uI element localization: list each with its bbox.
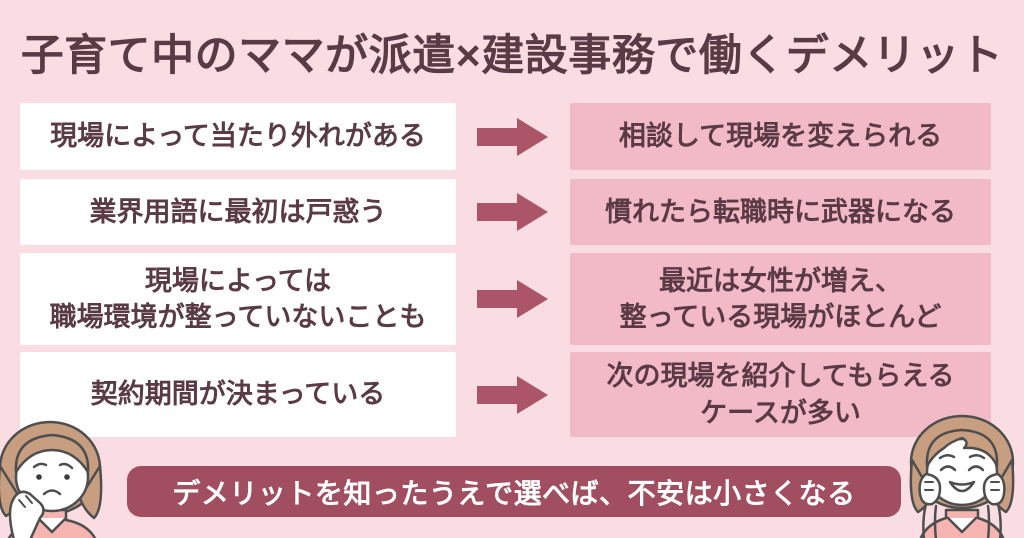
- comparison-row-3: 現場によっては 職場環境が整っていないことも 最近は女性が増え、 整っている現場…: [0, 253, 1024, 345]
- right-arrow-icon: [477, 375, 548, 414]
- demerit-box-4: 契約期間が決まっている: [20, 352, 456, 437]
- right-arrow-icon: [477, 117, 548, 156]
- comparison-row-1: 現場によって当たり外れがある 相談して現場を変えられる: [0, 103, 1024, 170]
- page-title: 子育て中のママが派遣×建設事務で働くデメリット: [20, 32, 1004, 80]
- right-arrow-icon: [477, 280, 548, 318]
- happy-mom-illustration: [892, 408, 1024, 538]
- solution-box-2: 慣れたら転職時に武器になる: [570, 179, 991, 245]
- worried-mom-illustration: [0, 410, 120, 538]
- demerit-box-2: 業界用語に最初は戸惑う: [20, 179, 456, 245]
- comparison-row-2: 業界用語に最初は戸惑う 慣れたら転職時に武器になる: [0, 179, 1024, 245]
- solution-box-3: 最近は女性が増え、 整っている現場がほとんど: [570, 253, 991, 345]
- solution-box-1: 相談して現場を変えられる: [570, 103, 991, 170]
- right-arrow-icon: [477, 193, 548, 231]
- conclusion-banner: デメリットを知ったうえで選べば、不安は小さくなる: [127, 466, 901, 517]
- demerit-box-1: 現場によって当たり外れがある: [20, 103, 456, 170]
- demerit-box-3: 現場によっては 職場環境が整っていないことも: [20, 253, 456, 345]
- solution-box-4: 次の現場を紹介してもらえる ケースが多い: [570, 352, 991, 437]
- comparison-row-4: 契約期間が決まっている 次の現場を紹介してもらえる ケースが多い: [0, 352, 1024, 437]
